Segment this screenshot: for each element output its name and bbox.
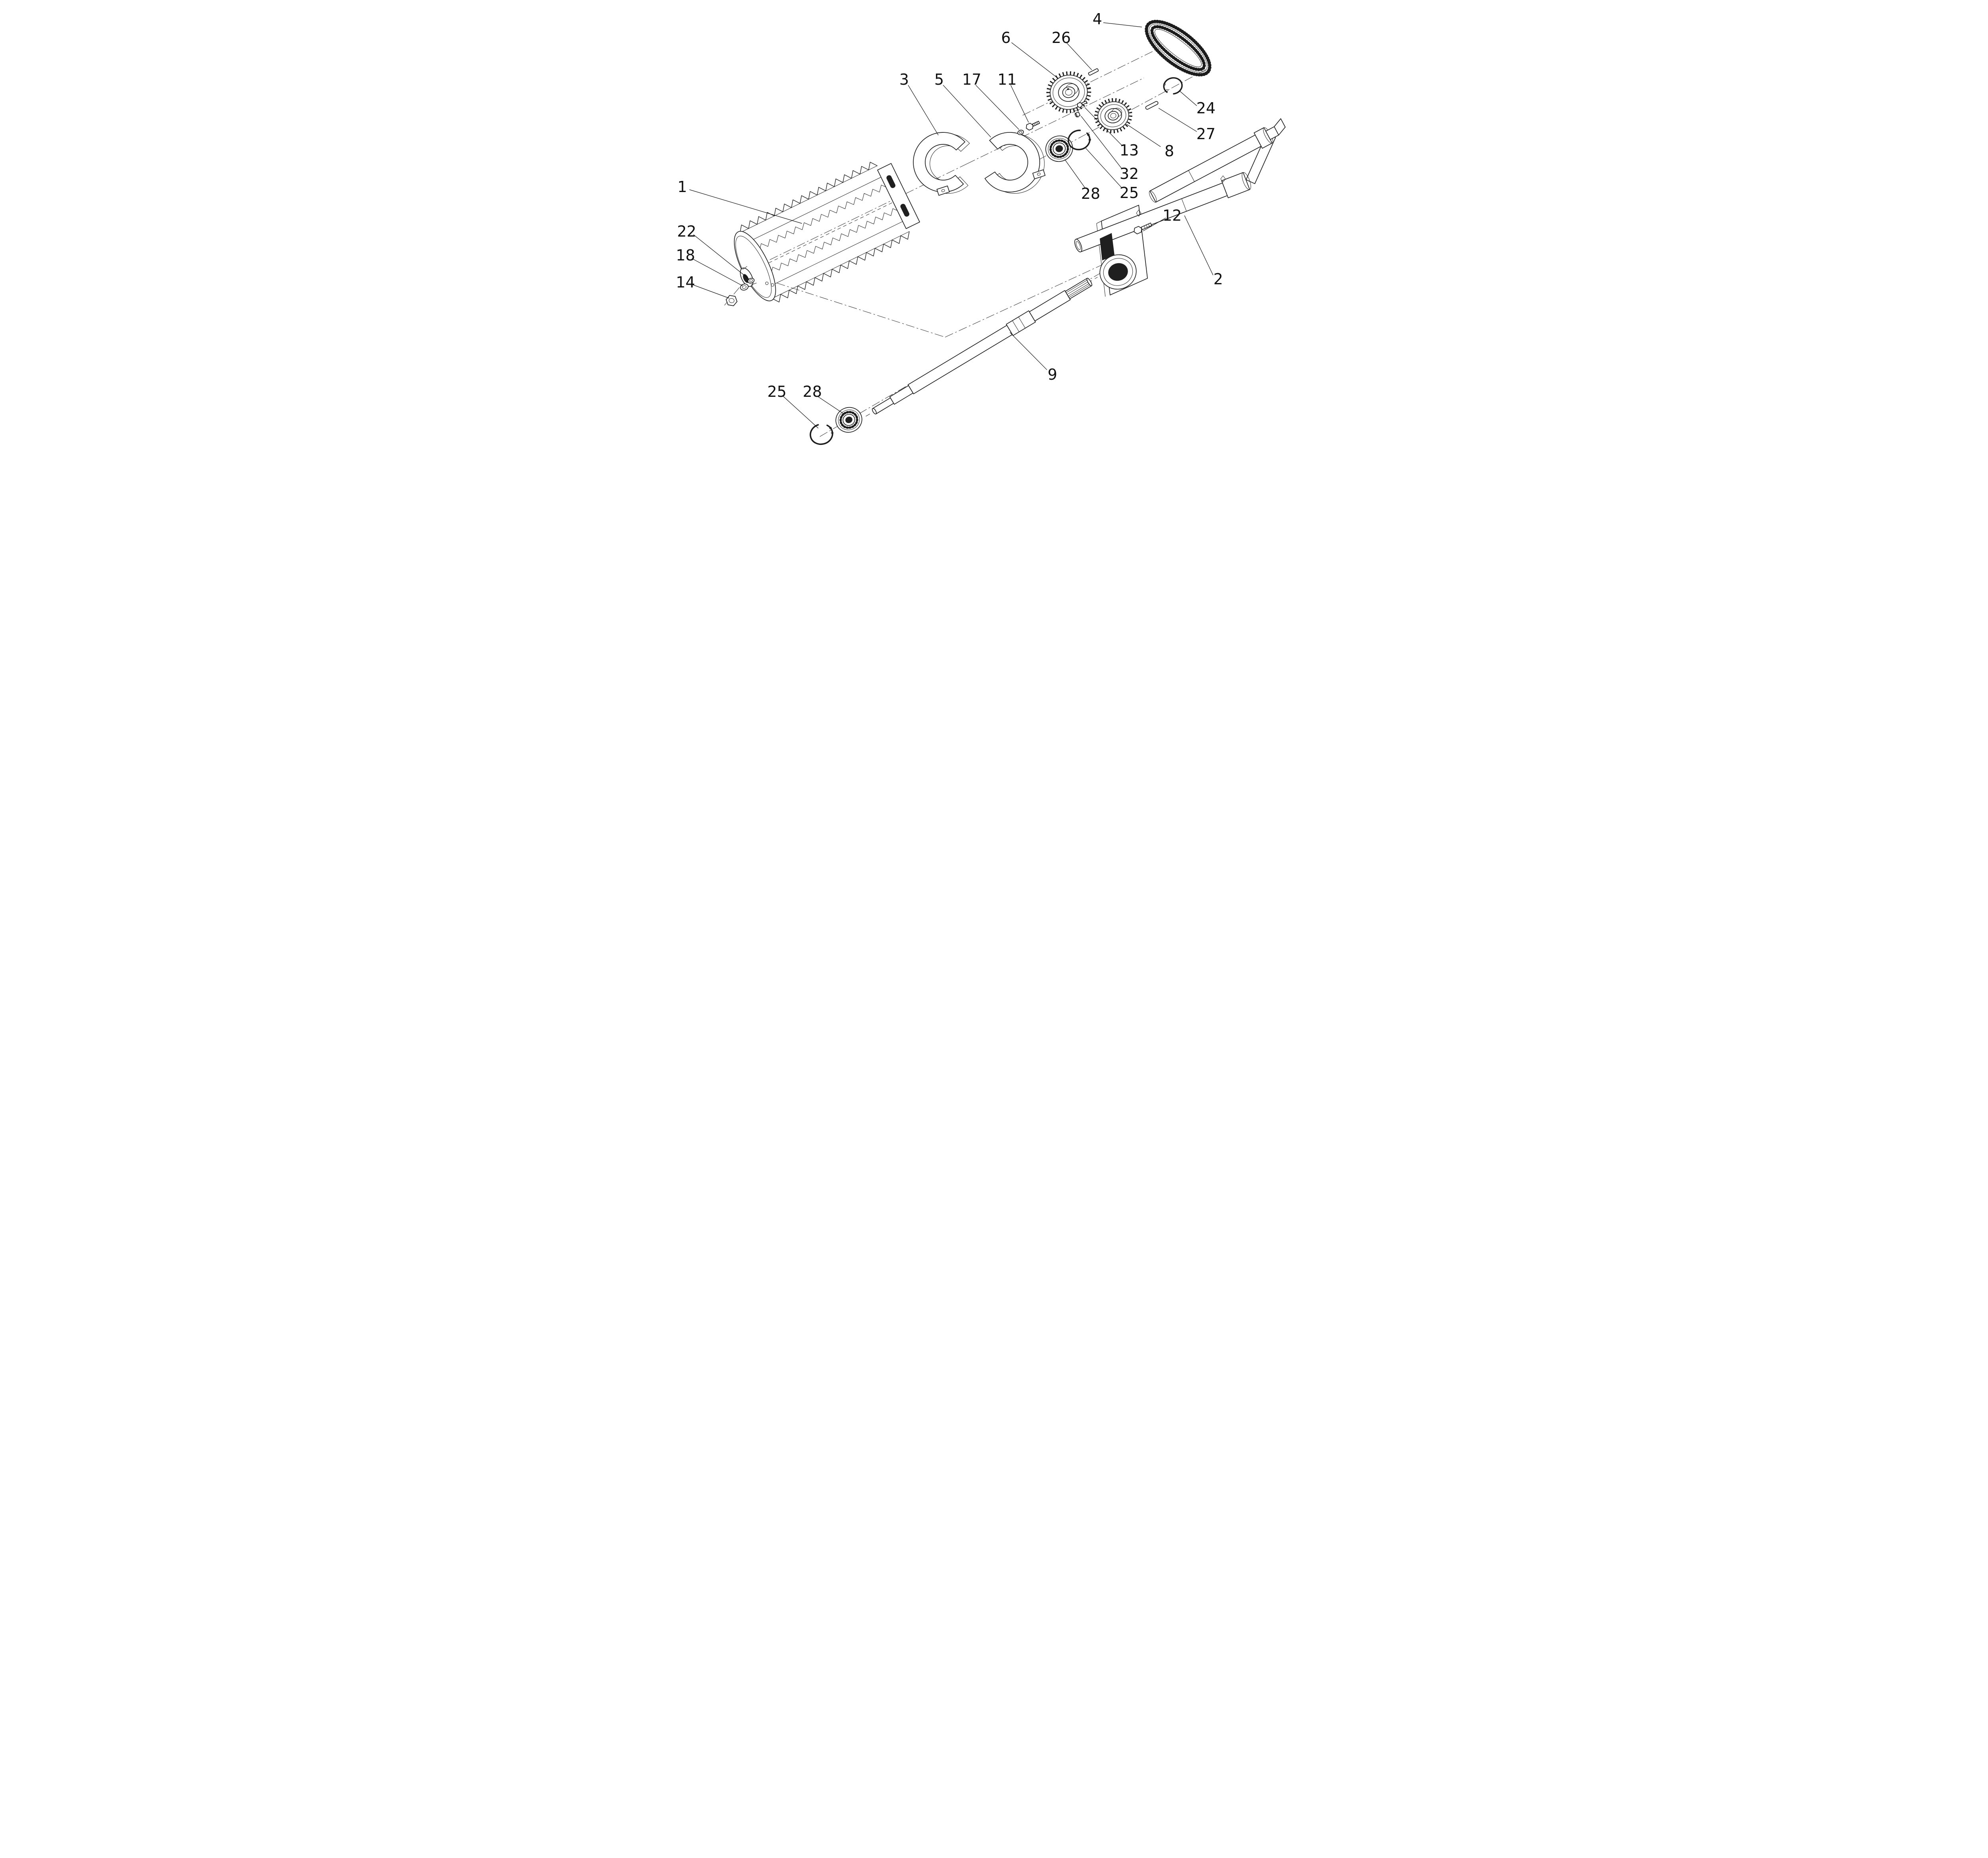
callout-17: 17 [962, 71, 981, 88]
leader-25-top [1085, 148, 1122, 188]
circlip-bottom [810, 423, 834, 445]
leader-lines [689, 22, 1213, 429]
frame-black-bracket [1100, 233, 1114, 260]
sprocket-rear [1094, 98, 1132, 134]
callout-5: 5 [934, 71, 944, 88]
rotor-end-disc [734, 231, 776, 301]
casing-half-right [984, 132, 1046, 194]
callout-25-top: 25 [1120, 184, 1139, 202]
key-26 [1088, 68, 1099, 76]
callout-3: 3 [899, 71, 909, 88]
bolt-11 [1026, 120, 1040, 131]
leader-32 [1081, 116, 1122, 169]
leader-13 [1084, 107, 1122, 146]
callout-13: 13 [1120, 142, 1139, 159]
washer-22 [747, 278, 755, 284]
callout-11: 11 [998, 71, 1017, 88]
leader-24 [1179, 90, 1197, 106]
leader-22 [693, 234, 749, 280]
weld-mark-icon [1220, 175, 1226, 182]
leader-4 [1103, 22, 1142, 27]
callout-6: 6 [1001, 29, 1011, 47]
hex-nut-14 [726, 295, 738, 306]
bolt-13 [1077, 101, 1087, 108]
diagram-canvas: 4 26 6 3 5 17 11 24 27 13 8 32 28 25 1 2… [665, 0, 1323, 464]
callout-28-bottom: 28 [803, 383, 822, 400]
casing-half-left [913, 132, 970, 196]
leader-9 [1010, 332, 1047, 370]
leader-18 [691, 258, 743, 286]
leader-5 [943, 85, 991, 138]
frame-weldment [1074, 118, 1286, 297]
callout-18: 18 [676, 247, 695, 264]
callout-12: 12 [1163, 207, 1182, 224]
exploded-parts-diagram: 4 26 6 3 5 17 11 24 27 13 8 32 28 25 1 2… [665, 0, 1323, 464]
leader-6 [1011, 42, 1058, 79]
leader-27 [1158, 108, 1197, 132]
sprocket-front [1046, 71, 1091, 113]
leader-25-bottom [782, 396, 819, 429]
leader-12 [1143, 217, 1166, 231]
bolt-12 [1134, 222, 1152, 235]
callout-2: 2 [1213, 270, 1223, 288]
ball-bearing-top [1045, 135, 1073, 162]
roller-chain [1145, 19, 1211, 77]
callout-26: 26 [1052, 29, 1071, 47]
callout-22: 22 [677, 223, 696, 240]
leader-11 [1010, 85, 1029, 123]
callout-labels: 4 26 6 3 5 17 11 24 27 13 8 32 28 25 1 2… [676, 10, 1223, 400]
circlip-top [1068, 130, 1091, 150]
rotor-mount-plate [877, 163, 920, 229]
circlip-24 [1163, 77, 1183, 95]
callout-1: 1 [678, 178, 687, 196]
bushing-32 [1074, 111, 1081, 118]
leader-26 [1066, 42, 1092, 70]
washer-17 [1017, 130, 1024, 135]
callout-27: 27 [1196, 125, 1215, 143]
ball-bearing-bottom [835, 407, 862, 433]
leader-14 [692, 284, 730, 299]
leader-8 [1126, 124, 1161, 147]
leader-1 [689, 189, 802, 224]
callout-9: 9 [1048, 366, 1057, 383]
pin-27 [1145, 101, 1159, 110]
frame-bearing-housing [1099, 254, 1137, 290]
weld-mark-icon [1136, 210, 1142, 217]
leader-28-top [1064, 159, 1086, 189]
callout-32: 32 [1120, 165, 1139, 182]
frame-lower-tube [1074, 172, 1251, 252]
callout-28-top: 28 [1081, 185, 1100, 202]
rotor-drum [734, 162, 920, 303]
callout-25-bottom: 25 [767, 383, 786, 400]
leader-3 [908, 85, 939, 136]
callout-24: 24 [1196, 99, 1215, 117]
leader-28-bottom [817, 396, 845, 415]
drive-shaft [866, 277, 1098, 417]
callout-14: 14 [676, 274, 695, 291]
leader-2 [1184, 215, 1213, 276]
leader-17 [975, 85, 1019, 130]
frame-upper-tube [1149, 118, 1286, 203]
callout-8: 8 [1165, 142, 1174, 160]
callout-4: 4 [1093, 10, 1102, 28]
